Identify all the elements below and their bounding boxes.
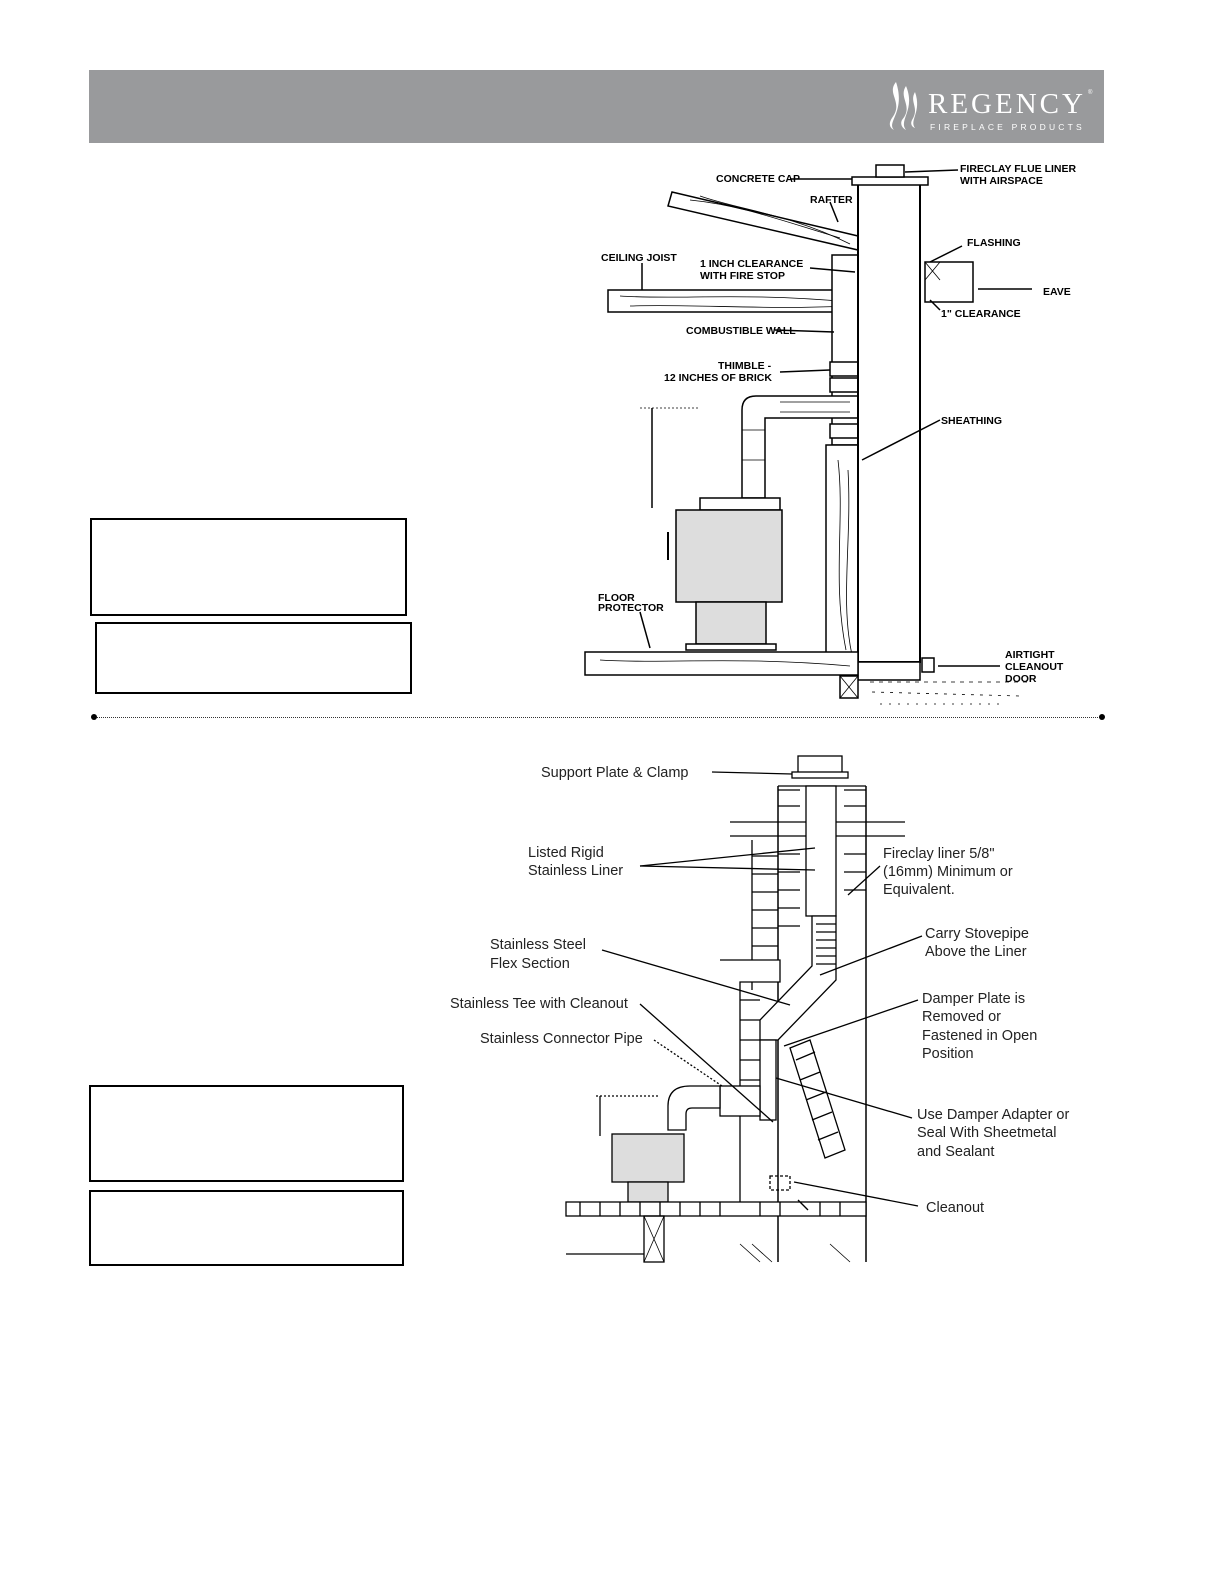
label-carry-line1: Carry Stovepipe (925, 926, 1029, 942)
label-cleanout-line1: AIRTIGHT (1005, 649, 1055, 661)
label-flex-line1: Stainless Steel (490, 937, 586, 953)
stainless-liner-diagram: Support Plate & Clamp Listed Rigid Stain… (450, 755, 1069, 1263)
label-floor-protector-line2: PROTECTOR (598, 602, 664, 614)
label-adapter-line3: and Sealant (917, 1144, 994, 1160)
label-floor-protector-line1: FLOOR (598, 592, 635, 604)
section-divider (94, 717, 1102, 718)
label-sheathing: SHEATHING (941, 415, 1002, 427)
label-carry-line2: Above the Liner (925, 944, 1027, 960)
label-fireclay-line1: Fireclay liner 5/8" (883, 846, 995, 862)
label-damper-line2: Removed or (922, 1009, 1001, 1025)
label-support-plate: Support Plate & Clamp (541, 765, 689, 781)
note-box-4 (89, 1190, 404, 1266)
brand-name: REGENCY (928, 88, 1086, 120)
label-connector-pipe: Stainless Connector Pipe (480, 1031, 643, 1047)
divider-dot-right (1099, 714, 1105, 720)
label-damper-line3: Fastened in Open (922, 1028, 1037, 1044)
brand-subtitle: FIREPLACE PRODUCTS (930, 122, 1085, 132)
note-box-1 (90, 518, 407, 616)
label-fireclay-line3: Equivalent. (883, 882, 955, 898)
label-1in-clearance: 1" CLEARANCE (941, 308, 1021, 320)
label-thimble-line2: 12 INCHES OF BRICK (664, 372, 772, 384)
header-bar: REGENCY ® FIREPLACE PRODUCTS (89, 70, 1104, 143)
masonry-chimney-diagram: CONCRETE CAP FIRECLAY FLUE LINER WITH AI… (584, 163, 1077, 705)
label-concrete-cap: CONCRETE CAP (716, 173, 800, 185)
label-fireclay-line1: FIRECLAY FLUE LINER (960, 163, 1077, 175)
label-flex-line2: Flex Section (490, 956, 570, 972)
label-rigid-liner-line2: Stainless Liner (528, 863, 623, 879)
label-thimble-line1: THIMBLE - (718, 360, 772, 372)
note-box-3 (89, 1085, 404, 1182)
label-rafter: RAFTER (810, 194, 853, 206)
label-fireclay-line2: WITH AIRSPACE (960, 175, 1043, 187)
label-clearance-line1: 1 INCH CLEARANCE (700, 258, 803, 270)
label-clearance-line2: WITH FIRE STOP (700, 270, 785, 282)
label-damper-line1: Damper Plate is (922, 991, 1025, 1007)
label-combustible-wall: COMBUSTIBLE WALL (686, 325, 796, 337)
label-fireclay-line2: (16mm) Minimum or (883, 864, 1013, 880)
label-adapter-line1: Use Damper Adapter or (917, 1107, 1069, 1123)
label-cleanout: Cleanout (926, 1200, 984, 1216)
note-box-2 (95, 622, 412, 694)
label-cleanout-line2: CLEANOUT (1005, 661, 1064, 673)
label-cleanout-line3: DOOR (1005, 673, 1037, 685)
label-stainless-tee: Stainless Tee with Cleanout (450, 996, 628, 1012)
label-ceiling-joist: CEILING JOIST (601, 252, 677, 264)
label-eave: EAVE (1043, 286, 1071, 298)
label-rigid-liner-line1: Listed Rigid (528, 845, 604, 861)
divider-dot-left (91, 714, 97, 720)
flame-icon (889, 82, 918, 130)
regency-logo: REGENCY ® FIREPLACE PRODUCTS (882, 78, 1092, 134)
trademark-mark: ® (1088, 90, 1093, 96)
label-adapter-line2: Seal With Sheetmetal (917, 1125, 1056, 1141)
label-damper-line4: Position (922, 1046, 974, 1062)
label-flashing: FLASHING (967, 237, 1021, 249)
